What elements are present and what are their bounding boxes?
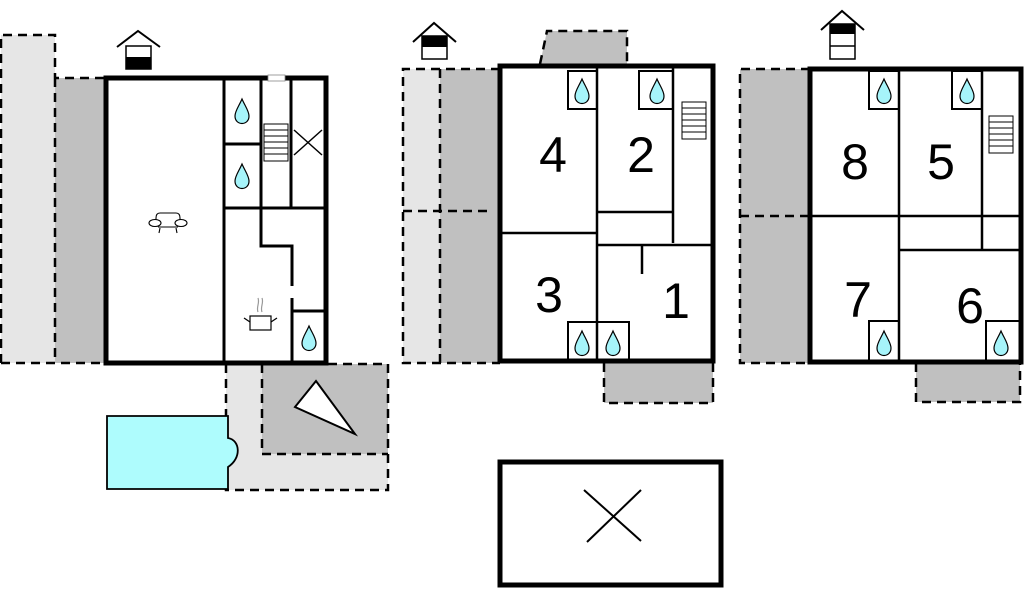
- staircase-icon: [263, 123, 289, 162]
- terrace-light-left: [1, 35, 55, 363]
- first-floor: [401, 21, 716, 405]
- bedroom-label: 4: [539, 127, 567, 183]
- bedroom-label: 1: [662, 273, 690, 329]
- bedroom-label: 2: [627, 127, 655, 183]
- annex-building: [497, 459, 724, 588]
- balcony-top-outline-1: [538, 29, 629, 65]
- bedroom-label: 6: [956, 278, 984, 334]
- house-level-icon-second: [820, 9, 865, 60]
- bedroom-label: 5: [927, 134, 955, 190]
- terrace-light-left-1: [403, 69, 440, 363]
- ground-floor: [0, 29, 390, 492]
- staircase-icon: [681, 101, 707, 140]
- swimming-pool: [106, 415, 239, 490]
- kitchen-pot-icon: [243, 297, 278, 331]
- balcony-bottom-2: [916, 363, 1020, 402]
- compass-triangle-icon: [293, 379, 359, 437]
- terrace-dark-left: [55, 78, 106, 363]
- house-level-icon-first: [412, 21, 457, 60]
- terrace-outline-left: [0, 33, 106, 365]
- bedroom-label: 8: [841, 134, 869, 190]
- second-floor: [738, 9, 1024, 404]
- x-cross-icon: [583, 489, 642, 543]
- terrace-outline-1: [401, 67, 500, 365]
- terrace-outline-2: [738, 67, 810, 365]
- bedroom-label: 3: [535, 267, 563, 323]
- house-level-icon-ground: [116, 29, 161, 70]
- window-top: [267, 74, 286, 82]
- staircase-icon: [988, 115, 1014, 154]
- ground-floor-outer-wall: [103, 75, 329, 366]
- balcony-bottom-outline-1: [602, 363, 715, 405]
- living-room-sofa-icon: [148, 212, 188, 234]
- terrace-dark-left-1: [440, 69, 500, 363]
- void-x-icon: [293, 129, 323, 156]
- balcony-bottom-1: [604, 363, 713, 403]
- balcony-bottom-outline-2: [914, 363, 1022, 404]
- balcony-top-1: [540, 31, 627, 64]
- first-floor-outer-wall: [497, 63, 716, 364]
- bedroom-label: 7: [844, 272, 872, 328]
